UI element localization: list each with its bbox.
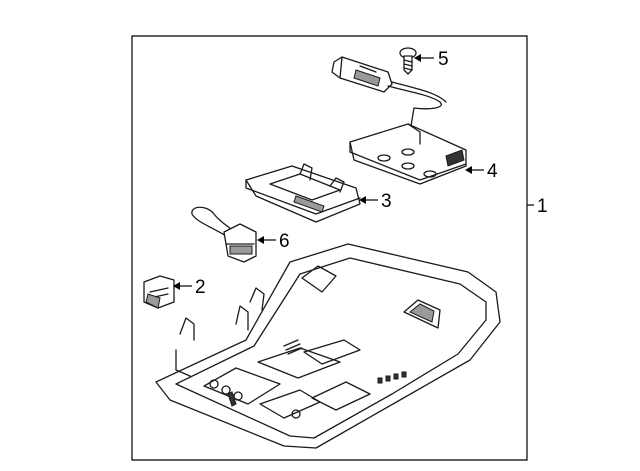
part-2-clip	[143, 275, 175, 309]
callout-label-3: 3	[381, 191, 392, 212]
callout-6-arrow	[257, 236, 264, 244]
assembly-frame	[131, 35, 528, 461]
part-1-console-housing	[155, 243, 501, 449]
part-5-screw	[399, 47, 417, 75]
callout-4-arrow	[465, 166, 472, 174]
callout-label-6: 6	[279, 231, 290, 252]
callout-2-arrow	[173, 282, 180, 290]
callout-5-arrow	[414, 54, 421, 62]
part-6-bulb	[191, 206, 257, 263]
callout-label-4: 4	[487, 161, 498, 182]
callout-label-2: 2	[195, 277, 206, 298]
callout-3-arrow	[359, 196, 366, 204]
part-3-switch-bracket	[245, 163, 361, 223]
callout-label-1: 1	[537, 196, 548, 217]
callout-label-5: 5	[438, 49, 449, 70]
part-4-lamp-harness	[331, 56, 467, 185]
